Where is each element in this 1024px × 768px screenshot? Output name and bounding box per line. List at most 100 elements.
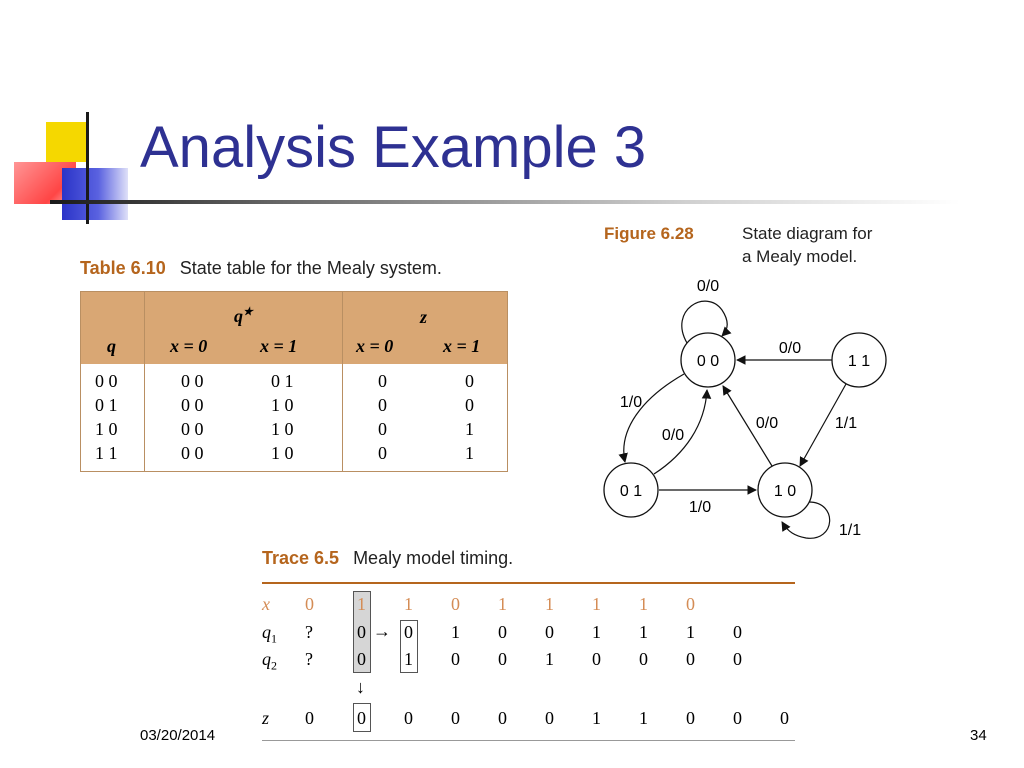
edge-label: 0/0 [756,415,778,432]
slide-date: 03/20/2014 [140,727,216,744]
trace-label-q2-base: q [262,649,271,669]
state-10 [757,462,813,518]
trace-z-value: 0 [686,708,695,728]
title-underline [50,200,960,204]
edge-label: 1/0 [689,499,711,516]
trace-q2-value: 0 [686,649,695,669]
trace-x-value: 1 [545,594,554,614]
trace-caption: Trace 6.5 Mealy model timing. [262,548,513,569]
trace-label-x: x [262,594,270,614]
trace-q1-value: 0 [357,622,366,642]
state-01 [603,462,659,518]
trace-q2-value: 0 [357,649,366,669]
table-cell: 0 [378,443,387,463]
edge-s01-s00 [653,389,712,475]
trace-q2-value: 0 [639,649,648,669]
trace-arrow-down: ↓ [356,677,365,697]
edge-label: 0/0 [662,427,684,444]
edge-s00-s01 [618,373,685,463]
table-cell: 0 0 [95,371,118,391]
trace-q1-value: 0 [404,622,413,642]
trace-x-value: 1 [498,594,507,614]
edge-label: 1/1 [835,415,857,432]
table-caption: Table 6.10 State table for the Mealy syst… [80,258,442,279]
slide-title: Analysis Example 3 [140,115,647,180]
trace-label-q1-base: q [262,622,271,642]
edge-s00-self [681,300,732,344]
table-cell: 0 1 [271,371,294,391]
table-cell: 0 1 [95,395,118,415]
trace-z-value: 0 [545,708,554,728]
trace-q2-value: 0 [451,649,460,669]
state-10-label: 1 0 [774,483,796,500]
table-cell: 0 [378,419,387,439]
header-q: q [107,336,116,356]
trace-q1-value: 0 [545,622,554,642]
table-divider [342,292,343,471]
table-cell: 1 [465,443,474,463]
figure-label: Figure 6.28 [604,224,694,243]
trace-label-q2: q2 [262,649,277,674]
table-cell: 0 [465,395,474,415]
trace-highlight-column [353,591,371,673]
table-cell: 0 [378,371,387,391]
trace-z-value: 1 [592,708,601,728]
trace-q2-value: 0 [592,649,601,669]
edge-label: 0/0 [697,278,719,295]
table-caption-text: State table for the Mealy system. [179,258,442,278]
trace-x-value: 1 [592,594,601,614]
trace-label-q2-sub: 2 [271,658,277,673]
trace-z-value: 1 [639,708,648,728]
figure-caption-line1: State diagram for [742,224,873,243]
trace-q2-value: ? [305,649,313,669]
header-qstar-x0: x = 0 [170,336,208,356]
state-11-label: 1 1 [848,353,870,370]
trace-q2-value: 0 [498,649,507,669]
edge-s11-s10 [799,383,847,467]
table-cell: 1 0 [271,443,294,463]
header-qstar: q★ [234,305,253,327]
table-cell: 1 [465,419,474,439]
table-cell: 0 0 [181,419,204,439]
trace-z-value: 0 [498,708,507,728]
edge-label: 0/0 [779,340,801,357]
logo-decoration-line [86,112,89,224]
trace-caption-text: Mealy model timing. [353,548,514,568]
trace-x-value: 1 [357,594,366,614]
trace-q2-value: 0 [733,649,742,669]
trace-x-value: 0 [686,594,695,614]
trace-z-value: 0 [404,708,413,728]
trace-q1-value: 1 [686,622,695,642]
state-diagram: 0 0 1 1 0 1 1 0 0/0 0/0 1/0 0/0 0/0 1/1 … [603,278,887,539]
table-cell: 0 0 [181,371,204,391]
edge-s10-self [781,501,831,539]
state-table-header [81,292,507,364]
trace-q1-value: 1 [592,622,601,642]
logo-decoration-blue [62,168,128,220]
table-cell: 1 1 [95,443,118,463]
header-qstar-label: q [234,306,243,326]
trace-x-value: 0 [305,594,314,614]
trace-x-value: 1 [639,594,648,614]
trace-label: Trace 6.5 [262,548,340,568]
table-label: Table 6.10 [80,258,166,278]
edge-label: 1/1 [839,522,861,539]
trace-z-value: 0 [780,708,789,728]
table-cell: 1 0 [271,419,294,439]
table-cell: 0 0 [181,395,204,415]
state-table: q q★ z x = 0 x = 1 x = 0 x = 1 0 0 0 0 0… [80,291,508,472]
trace-label-z: z [262,708,270,728]
trace-highlight-next-state [400,620,418,673]
header-qstar-x1: x = 1 [260,336,298,356]
trace-q1-value: 1 [451,622,460,642]
table-cell: 1 0 [271,395,294,415]
table-divider [144,292,145,471]
header-z-x1: x = 1 [443,336,481,356]
trace-z-value: 0 [357,708,366,728]
table-cell: 1 0 [95,419,118,439]
state-00-label: 0 0 [697,353,719,370]
trace-q2-value: 1 [545,649,554,669]
edge-label: 1/0 [620,394,642,411]
trace-label-q1: q1 [262,622,277,647]
trace-x-value: 1 [404,594,413,614]
